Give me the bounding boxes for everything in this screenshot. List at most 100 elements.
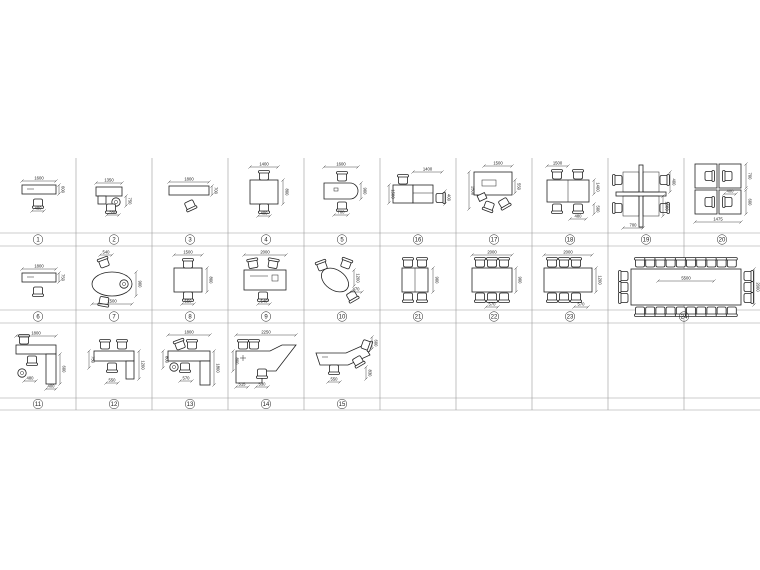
dimension-line: 1500 bbox=[172, 249, 204, 257]
dimension-line: 1800 bbox=[166, 329, 212, 337]
dimension-label: 1500 bbox=[391, 189, 396, 199]
chair-icon bbox=[416, 292, 428, 303]
layout-number-tag: 16 bbox=[412, 234, 424, 245]
dimension-label: 5500 bbox=[681, 275, 691, 280]
layout-number-tag: 21 bbox=[412, 311, 424, 322]
chair-icon bbox=[498, 197, 512, 211]
chair-icon bbox=[256, 368, 268, 379]
chair-icon bbox=[32, 198, 44, 209]
dimension-line: 1800 bbox=[167, 176, 211, 184]
chair-icon bbox=[474, 257, 486, 268]
layout-number-tag: 20 bbox=[716, 234, 728, 245]
chair-icon bbox=[257, 291, 269, 302]
chair-icon bbox=[32, 286, 44, 297]
layout-number-tag: 18 bbox=[564, 234, 576, 245]
dimension-label: 1475 bbox=[713, 216, 723, 221]
layout-number: 17 bbox=[491, 238, 498, 244]
dimension-line: 470 bbox=[348, 286, 364, 294]
chair-icon bbox=[644, 257, 657, 268]
dimension-line: 1200 bbox=[594, 266, 603, 294]
dimension-label: 1600 bbox=[336, 161, 346, 166]
chair-icon bbox=[558, 292, 570, 303]
chair-icon bbox=[402, 292, 414, 303]
chair-icon bbox=[704, 196, 715, 208]
dimension-line: 1600 bbox=[322, 161, 360, 169]
dimension-label: 500 bbox=[596, 206, 601, 214]
layout-number-tag: 22 bbox=[488, 311, 500, 322]
dimension-line: 700 bbox=[210, 184, 219, 197]
dimension-label: 1400 bbox=[423, 166, 433, 171]
chair-icon bbox=[570, 257, 582, 268]
chair-icon bbox=[743, 281, 754, 293]
chair-icon bbox=[664, 257, 677, 268]
dimension-label: 480 bbox=[575, 213, 583, 218]
dimension-label: 830 bbox=[368, 370, 373, 378]
chair-icon bbox=[486, 257, 498, 268]
dimension-line: 2250 bbox=[234, 329, 298, 337]
dimension-line: 1800 bbox=[212, 349, 221, 387]
layout-number-tag: 11 bbox=[32, 398, 44, 410]
swivel-chair-icon bbox=[169, 362, 179, 372]
layout-number: 4 bbox=[264, 238, 268, 244]
dimension-label: 1500 bbox=[471, 186, 476, 196]
dimension-line: 400 bbox=[722, 188, 738, 196]
dimension-line: 1475 bbox=[693, 216, 743, 224]
dimension-label: 2000 bbox=[563, 249, 573, 254]
cell-grid bbox=[0, 158, 760, 411]
dimension-line: 1350 bbox=[94, 177, 124, 185]
chair-icon bbox=[715, 257, 728, 268]
dimension-label: 1350 bbox=[104, 177, 114, 182]
dimension-label: 2000 bbox=[260, 249, 270, 254]
chair-icon bbox=[486, 292, 498, 303]
chair-icon bbox=[397, 174, 409, 185]
chair-icon bbox=[248, 339, 260, 350]
dimension-line: 900 bbox=[359, 181, 368, 201]
dimension-label: 1200 bbox=[141, 360, 146, 370]
return-top bbox=[125, 360, 135, 380]
dimension-line: 2000 bbox=[470, 249, 514, 257]
desk-top bbox=[15, 344, 57, 355]
chair-icon bbox=[336, 171, 348, 182]
dimension-label: 1200 bbox=[598, 275, 603, 285]
chair-icon bbox=[618, 270, 629, 282]
chair-icon bbox=[435, 192, 446, 204]
layout-number: 10 bbox=[339, 315, 346, 321]
dimension-line: 570 bbox=[572, 301, 590, 309]
dimension-line: 1500 bbox=[545, 160, 570, 168]
dimension-line: 1400 bbox=[411, 166, 444, 174]
dimension-line: 900 bbox=[431, 266, 440, 294]
chair-icon bbox=[705, 306, 718, 317]
dimension-label: 1500 bbox=[665, 201, 670, 211]
dimension-label: 2000 bbox=[756, 282, 760, 292]
chair-icon bbox=[546, 257, 558, 268]
dimension-label: 570 bbox=[183, 375, 191, 380]
dimension-line: 480 bbox=[22, 375, 38, 383]
dimension-label: 900 bbox=[138, 281, 143, 289]
dimension-line: 800 bbox=[161, 349, 170, 370]
dimension-label: 1800 bbox=[184, 176, 194, 181]
chair-icon bbox=[237, 339, 249, 350]
desk-top bbox=[243, 269, 287, 291]
chair-icon bbox=[498, 292, 510, 303]
dimension-line: 550 bbox=[180, 298, 196, 306]
dimension-label: 600 bbox=[61, 186, 66, 194]
dimension-label: 1500 bbox=[107, 298, 117, 303]
dimension-line: 600 bbox=[744, 188, 753, 216]
layout-number-tag: 4 bbox=[260, 234, 272, 245]
chair-icon bbox=[634, 306, 646, 317]
dimension-line: 1200 bbox=[352, 268, 361, 288]
table-top bbox=[91, 271, 133, 297]
chair-icon bbox=[743, 270, 754, 282]
table-top bbox=[543, 267, 593, 293]
dimension-label: 1600 bbox=[34, 175, 44, 180]
dimension-line: 570 bbox=[484, 301, 500, 309]
dimension-label: 700 bbox=[338, 209, 346, 214]
layout-number: 7 bbox=[112, 315, 116, 321]
dimension-line: 750 bbox=[87, 349, 96, 370]
